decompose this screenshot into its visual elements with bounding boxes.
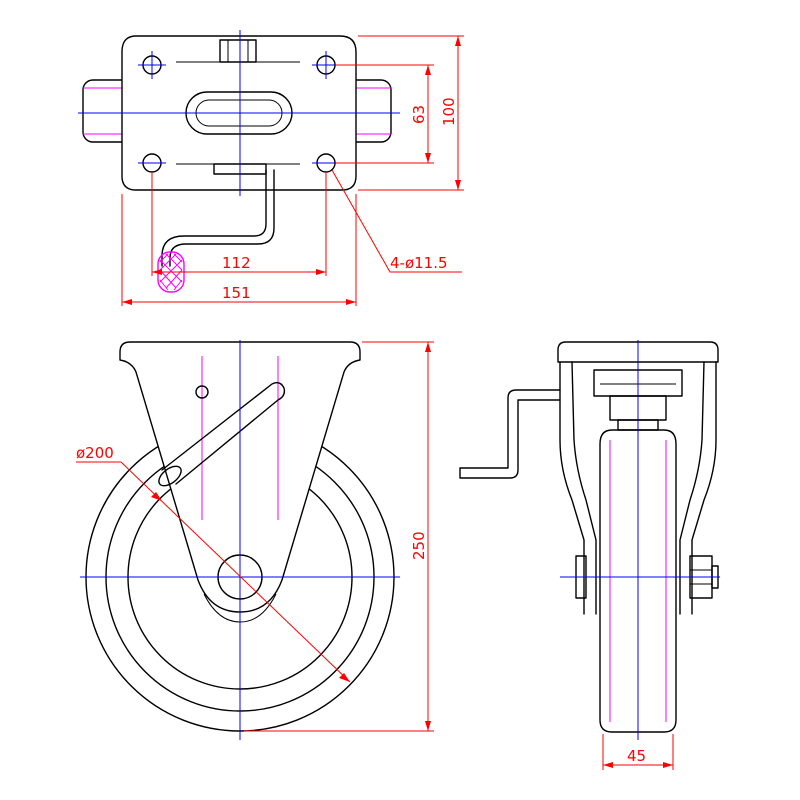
side-fork-left bbox=[559, 361, 597, 615]
dim-63-label: 63 bbox=[410, 105, 428, 124]
side-wheel bbox=[599, 429, 677, 733]
dim-100-label: 100 bbox=[440, 97, 458, 126]
top-bolt-head bbox=[219, 39, 257, 63]
front-view: ø200 250 bbox=[76, 340, 434, 740]
dim-45-label: 45 bbox=[627, 747, 646, 765]
side-view: 45 bbox=[459, 340, 720, 770]
front-brake-arm bbox=[161, 381, 286, 485]
dim-151-label: 151 bbox=[222, 284, 251, 302]
top-view: 112 151 4-ø11.5 63 100 bbox=[78, 30, 464, 306]
side-brake-lever bbox=[459, 389, 561, 479]
hole-callout-label: 4-ø11.5 bbox=[390, 254, 448, 272]
hole-callout-leader bbox=[331, 169, 462, 273]
dim-dia-label: ø200 bbox=[76, 444, 114, 462]
front-brake-pivot-hole bbox=[195, 385, 209, 399]
front-brake-pad bbox=[158, 465, 182, 487]
dim-112-label: 112 bbox=[222, 254, 251, 272]
dim-63-arrows bbox=[425, 65, 431, 163]
side-fork-right bbox=[679, 361, 717, 615]
top-brake-pedal-hatch bbox=[159, 253, 183, 291]
dim-250-label: 250 bbox=[410, 531, 428, 560]
